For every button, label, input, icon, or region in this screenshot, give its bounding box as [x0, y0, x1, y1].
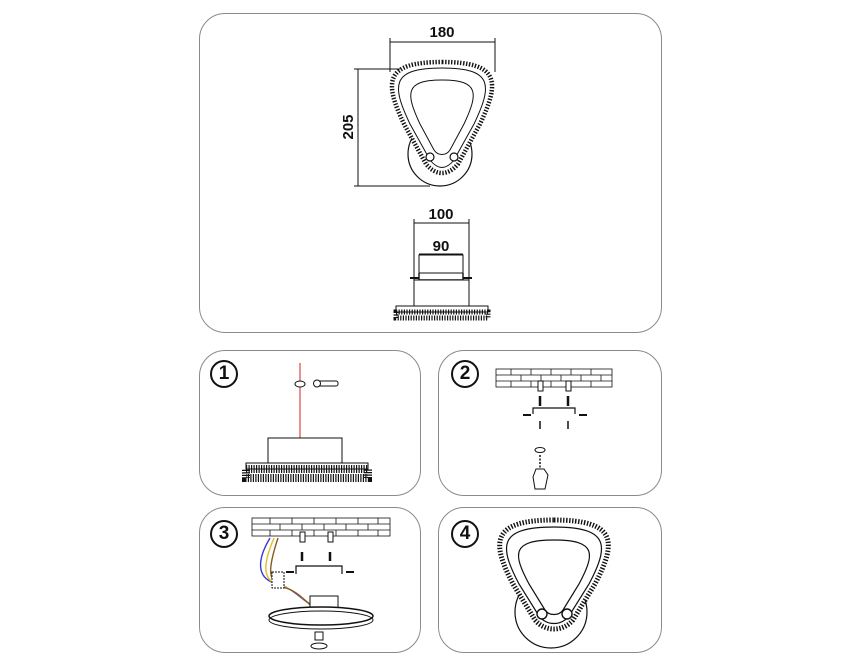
dimensions-panel: 180 205 100 90	[199, 13, 662, 333]
height-label: 205	[340, 114, 357, 139]
mount-screw-left	[536, 608, 548, 620]
step-3-number: 3	[210, 520, 238, 548]
step-1-drawing	[242, 363, 372, 482]
washer	[294, 380, 306, 388]
terminal-block	[271, 571, 285, 589]
dimension-drawing: 180 205 100 90	[340, 24, 496, 321]
wall-plug-right	[327, 531, 334, 543]
side-body	[413, 279, 470, 307]
step-1-number: 1	[210, 360, 238, 388]
side-diffuser	[395, 305, 489, 313]
mounting-bracket	[295, 565, 343, 574]
wall-plug-left	[537, 380, 544, 392]
fixture-body	[267, 437, 343, 464]
hand-icon	[532, 468, 549, 490]
wire-brown	[269, 537, 315, 609]
brick-wall	[251, 517, 391, 537]
fixture-beads	[242, 465, 372, 482]
wall-plug-left	[299, 531, 306, 543]
fixture-ring	[268, 606, 374, 626]
mount-screw-right	[561, 608, 573, 620]
step-4-drawing	[497, 517, 611, 649]
mount-screw-right	[449, 152, 459, 162]
step-2-panel: 2	[438, 350, 662, 496]
step-4-panel: 4	[438, 507, 662, 653]
fixture-ring-bottom	[268, 610, 374, 630]
mounting-bracket	[532, 407, 576, 414]
wall-plug-right	[565, 380, 572, 392]
brick-wall	[495, 368, 613, 388]
side-beads	[393, 309, 491, 321]
step-3-panel: 3	[199, 507, 421, 653]
screw-head	[313, 379, 321, 388]
step-1-panel: 1	[199, 350, 421, 496]
bracket-body	[418, 254, 464, 274]
step-3-drawing	[251, 517, 391, 650]
washer	[310, 642, 328, 650]
fixture-inner	[517, 539, 591, 616]
bracket-label: 90	[433, 238, 450, 255]
step-2-number: 2	[451, 360, 479, 388]
step-4-number: 4	[451, 520, 479, 548]
nut	[314, 631, 324, 641]
mount-screw-left	[425, 152, 435, 162]
width-label: 180	[429, 24, 454, 41]
step-2-drawing	[495, 368, 613, 490]
depth-label: 100	[428, 206, 453, 223]
screw-washer	[534, 447, 546, 453]
fixture-body	[309, 595, 339, 609]
fixture-inner	[410, 79, 474, 155]
bracket-plate	[418, 273, 464, 281]
